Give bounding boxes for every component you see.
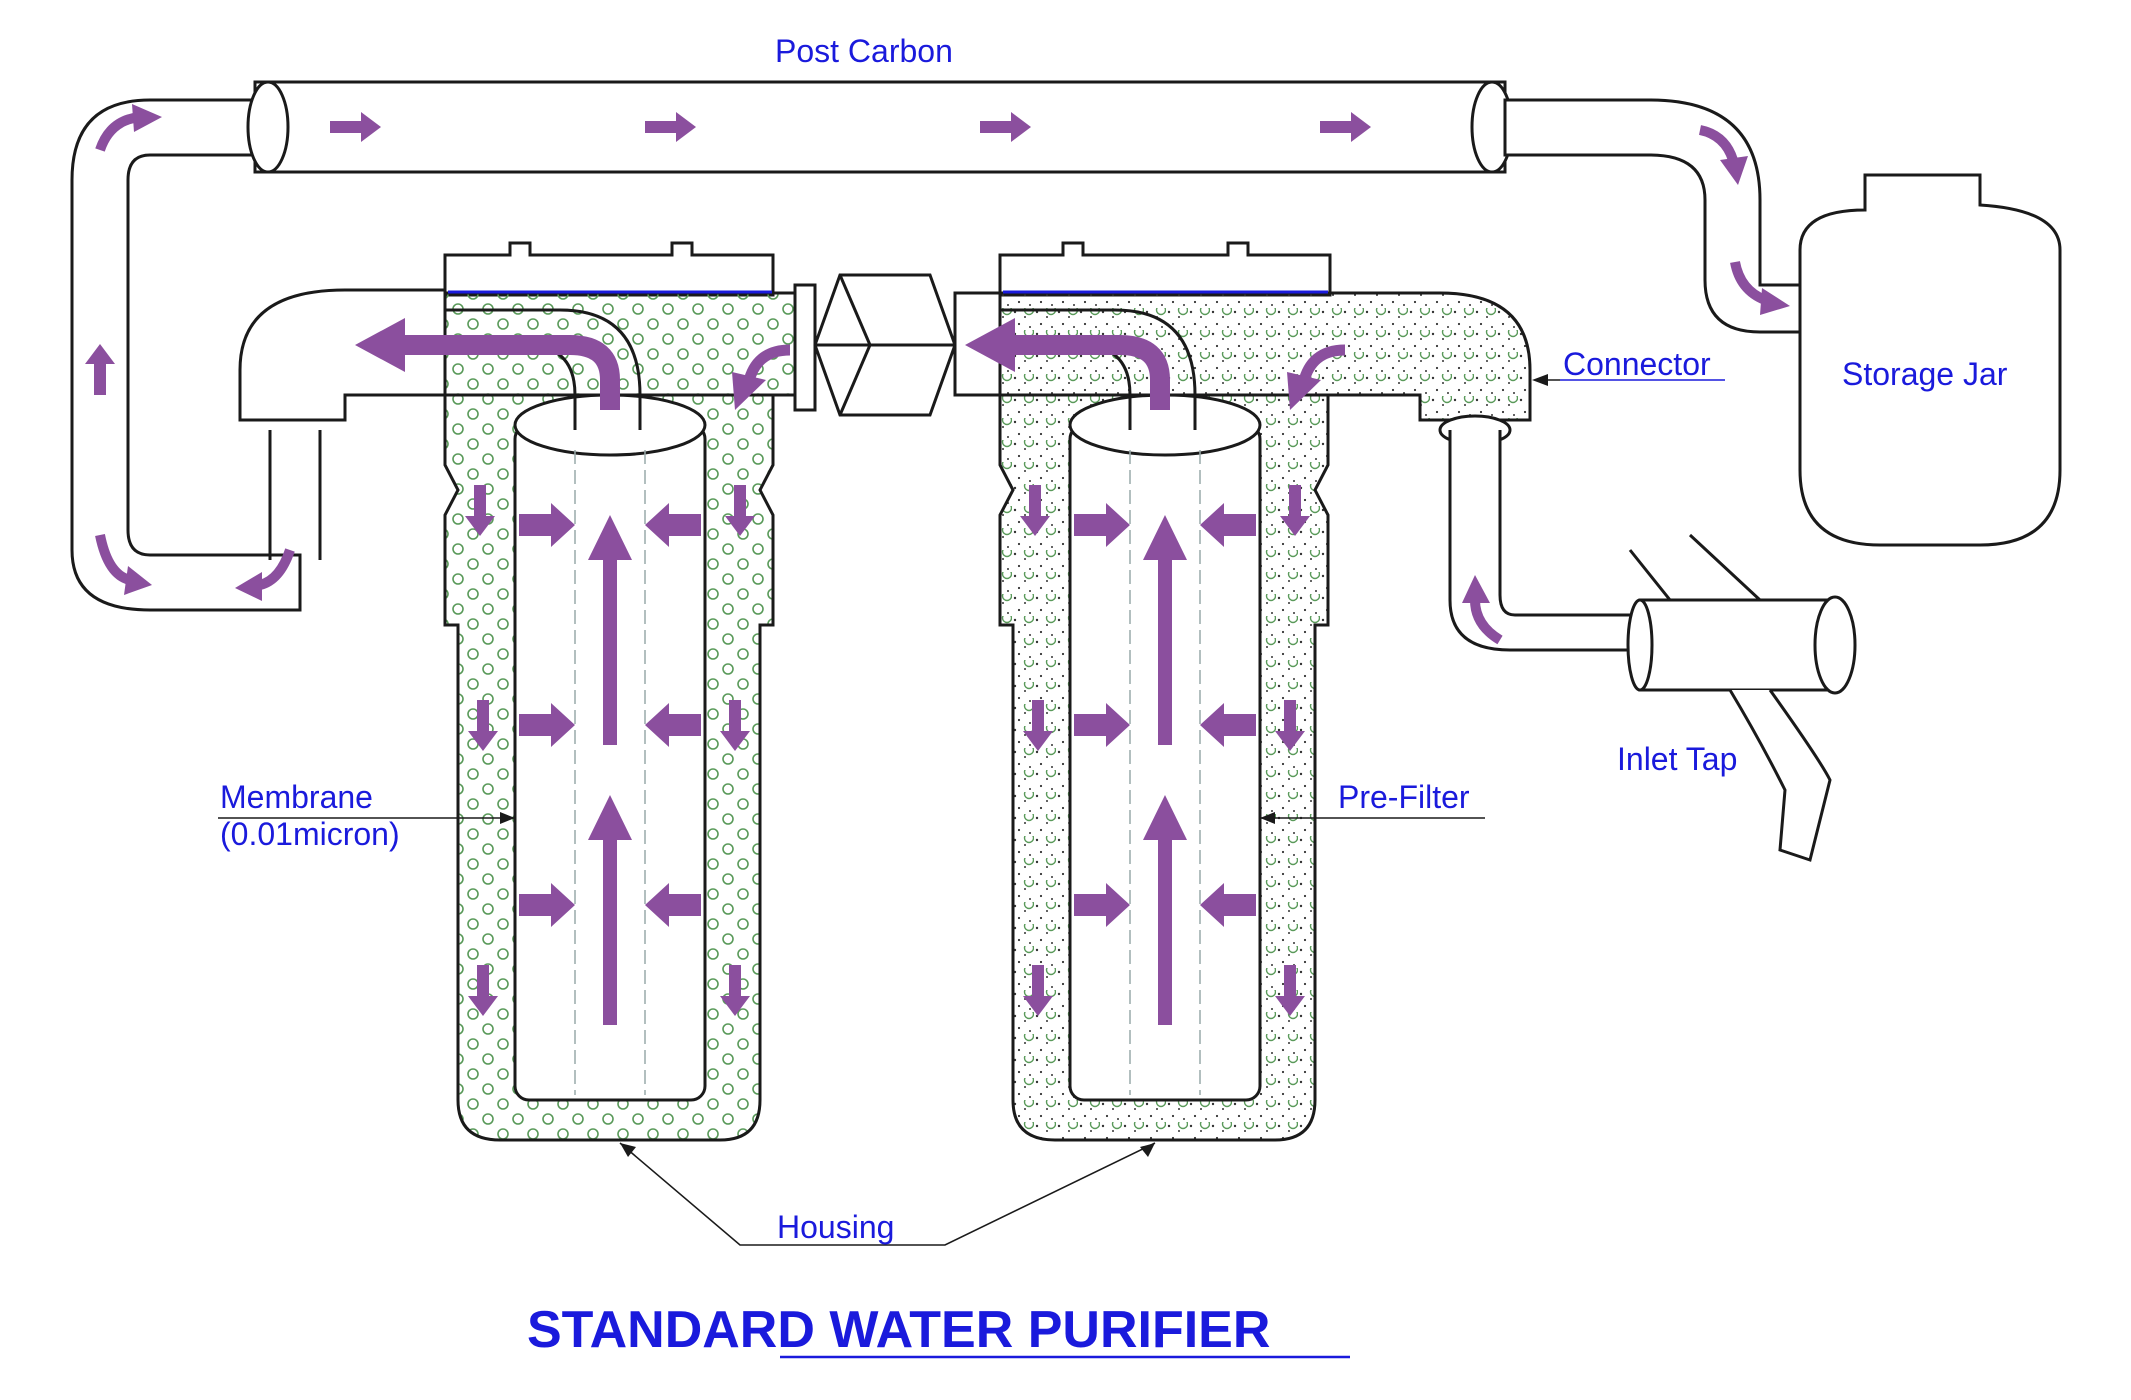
leader-arrowheads bbox=[500, 374, 1548, 1157]
label-inlet-tap: Inlet Tap bbox=[1617, 741, 1737, 777]
flow-arrow-pre-up-2 bbox=[1143, 795, 1187, 1025]
inlet-tap bbox=[1626, 533, 1857, 862]
housing-leader bbox=[619, 1142, 1156, 1246]
label-connector: Connector bbox=[1563, 346, 1711, 382]
label-storage-jar: Storage Jar bbox=[1842, 356, 2008, 392]
flow-arrow-manifold-left bbox=[355, 318, 405, 372]
flow-arrow-pre-to-mem bbox=[965, 318, 1015, 372]
label-membrane: Membrane bbox=[220, 779, 373, 815]
inlet-pipe bbox=[1438, 414, 1642, 652]
label-pre-filter: Pre-Filter bbox=[1338, 779, 1470, 815]
post-carbon-pipe bbox=[70, 80, 1802, 612]
label-post-carbon: Post Carbon bbox=[775, 33, 953, 69]
membrane-housing bbox=[443, 393, 775, 1142]
diagram-title: STANDARD WATER PURIFIER bbox=[527, 1301, 1270, 1359]
storage-jar bbox=[1798, 173, 2062, 547]
flow-arrows bbox=[85, 104, 1790, 1025]
labels: Post Carbon Connector Storage Jar Inlet … bbox=[220, 33, 2008, 1359]
label-membrane-size: (0.01micron) bbox=[220, 816, 400, 852]
flow-arrow-mem-up-1 bbox=[588, 515, 632, 745]
flow-arrow-mem-up-2 bbox=[588, 795, 632, 1025]
manifold bbox=[238, 241, 1532, 422]
pre-filter-housing bbox=[998, 393, 1330, 1142]
flow-arrow-pre-up-1 bbox=[1143, 515, 1187, 745]
label-housing: Housing bbox=[777, 1209, 894, 1245]
leader-lines bbox=[218, 379, 1725, 1359]
